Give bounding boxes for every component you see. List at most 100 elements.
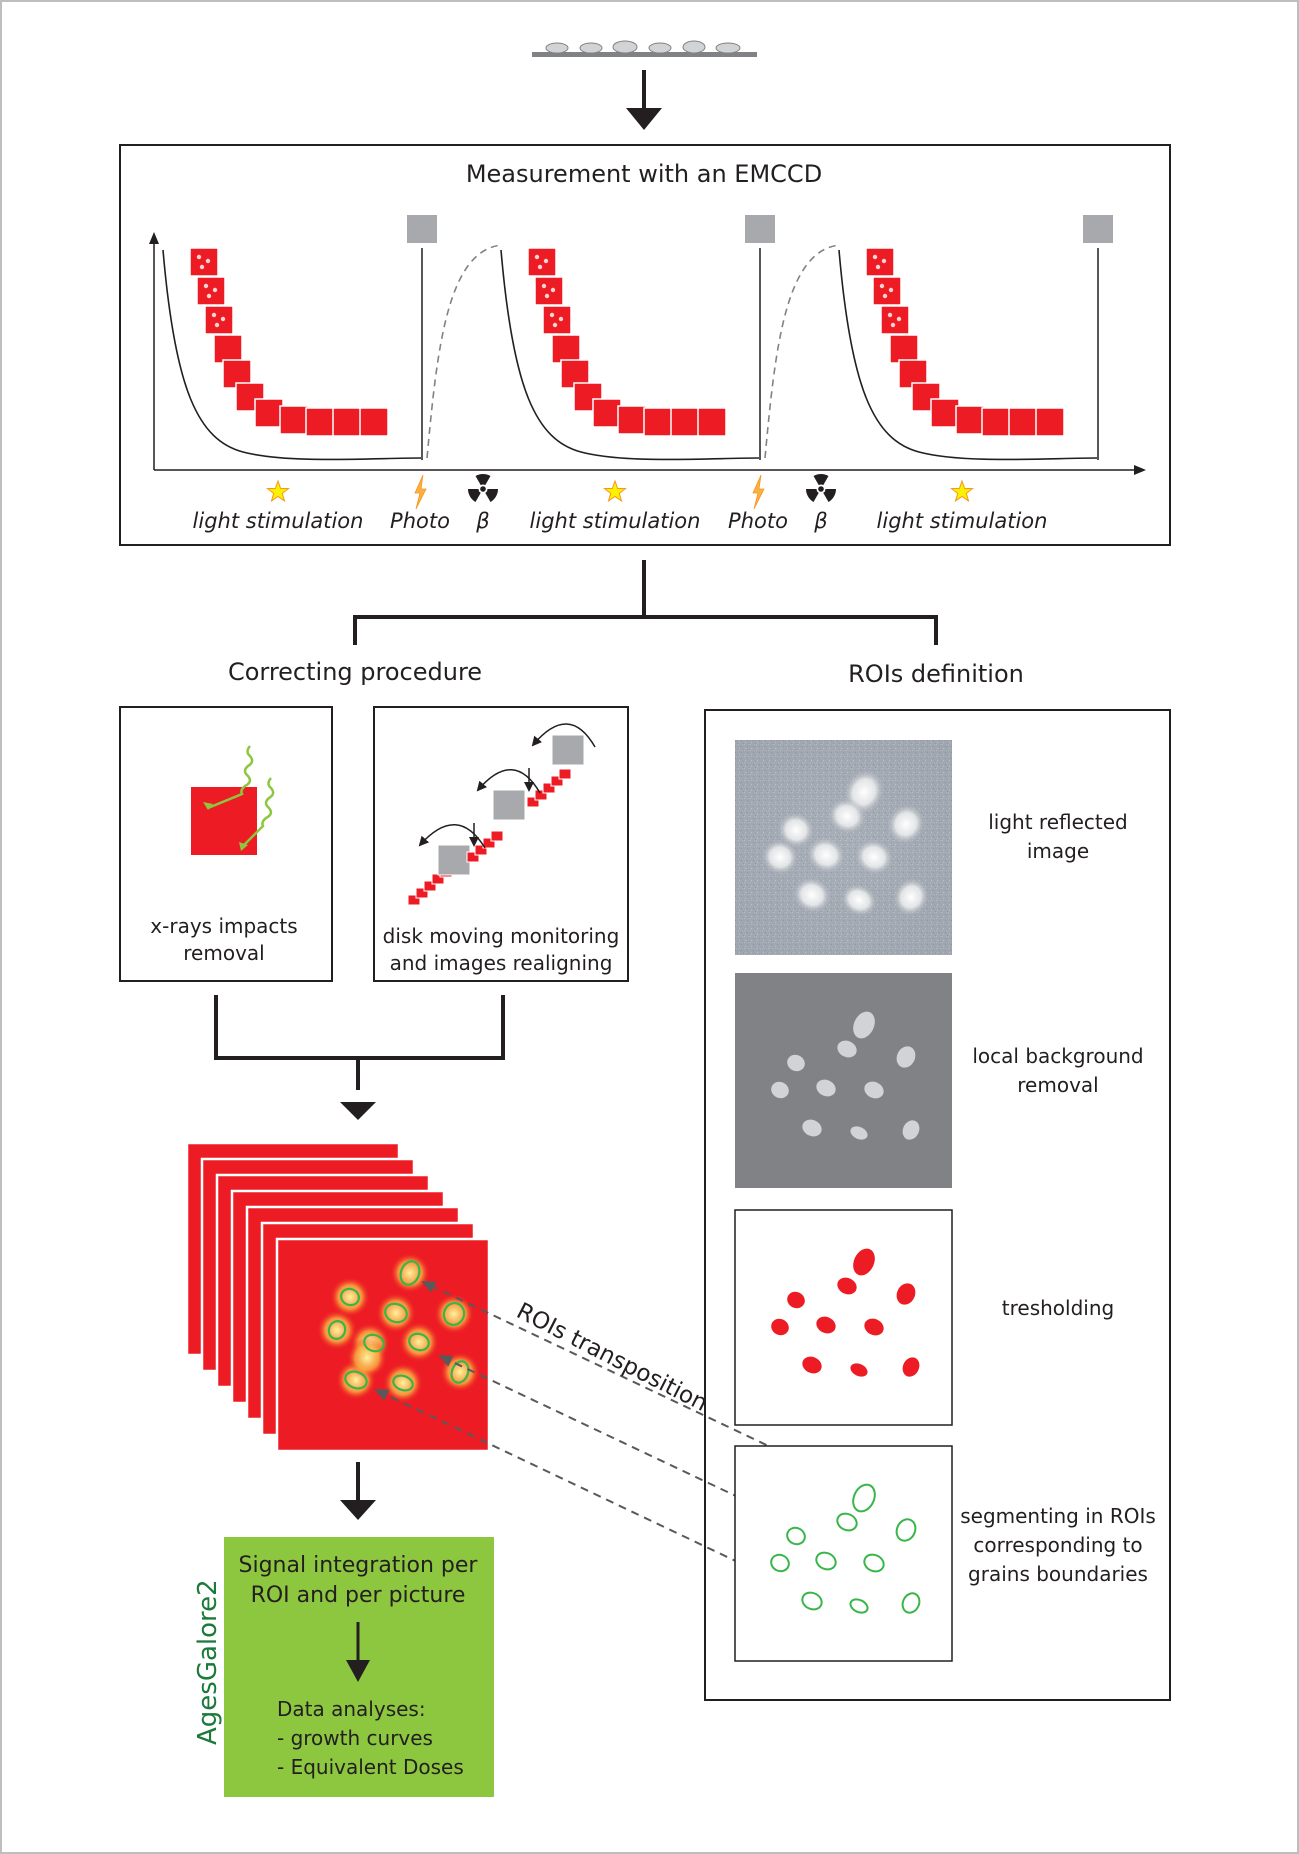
- image-frame: [474, 844, 488, 856]
- grain-blob: [850, 1363, 868, 1377]
- grain-spot: [543, 258, 549, 264]
- roi-outline: [450, 1360, 470, 1384]
- image-frame: [526, 796, 540, 808]
- grain-spot: [203, 283, 209, 289]
- dose-curve: [426, 244, 503, 459]
- grain-spot: [550, 287, 556, 293]
- disk-label-1: disk moving monitoring: [383, 924, 620, 948]
- roi-outline: [863, 1553, 885, 1573]
- radiation-icon: [806, 474, 836, 502]
- image-frame: [235, 382, 265, 412]
- image-frame: [872, 276, 902, 306]
- grain-spot: [879, 283, 885, 289]
- image-frame: [527, 247, 557, 277]
- realign-arrow: [418, 824, 486, 849]
- disk-moving-box: [373, 706, 629, 982]
- roi-outline: [344, 1370, 368, 1390]
- decay-curve: [838, 249, 1098, 461]
- grain-spot: [872, 254, 878, 260]
- radiation-blade: [485, 489, 498, 502]
- rois-box: [704, 709, 1171, 1701]
- image-frame: [592, 398, 622, 428]
- image-frame: [551, 334, 581, 364]
- beta-label-1: β: [475, 509, 489, 533]
- measurement-title: Measurement with an EMCCD: [466, 160, 822, 188]
- grain-blob: [864, 1081, 884, 1099]
- light-reflected-panel: [735, 740, 952, 955]
- grain-blob: [886, 803, 926, 845]
- grain-spot: [214, 322, 220, 328]
- stim-labels: light stimulation Photo β light stimulat…: [193, 509, 1048, 533]
- thresholding-panel: [734, 1209, 953, 1426]
- grain-blob: [827, 797, 867, 835]
- grain-spot: [196, 254, 202, 260]
- grain-blob: [787, 1054, 805, 1072]
- image-frame: [305, 407, 335, 437]
- roi-outline: [895, 1518, 917, 1542]
- grain-blob: [802, 1356, 822, 1374]
- roi-outline: [340, 1287, 360, 1307]
- image-frame: [482, 837, 496, 849]
- roi-outline: [399, 1260, 421, 1286]
- grain-blob: [840, 883, 878, 917]
- stim-label-1: light stimulation: [193, 509, 364, 533]
- image-frame: [490, 830, 504, 842]
- image-frame: [542, 782, 556, 794]
- roi-outline: [849, 1598, 869, 1614]
- grain-glow: [347, 1338, 387, 1378]
- roi-outline: [770, 1553, 790, 1573]
- image-frame: [359, 407, 389, 437]
- roi-step-1-line-2: image: [1027, 839, 1089, 863]
- grain-blob: [771, 1081, 789, 1099]
- analyses-item-1: - growth curves: [277, 1726, 433, 1750]
- background-removal-panel: [735, 973, 952, 1188]
- image-frame: [196, 276, 226, 306]
- radiation-blade: [813, 474, 829, 486]
- grain-spot: [549, 312, 555, 318]
- grain-blob: [777, 811, 815, 849]
- transposition-label: ROIs transposition: [512, 1298, 711, 1417]
- grain-spot: [881, 258, 887, 264]
- grain-blob: [787, 1291, 805, 1309]
- reflected-image-square: [551, 734, 585, 766]
- down-arrow-icon: [340, 1462, 376, 1520]
- grain-glow: [383, 1363, 423, 1403]
- grain-glow: [434, 1294, 474, 1334]
- grain-spot: [887, 312, 893, 318]
- grain-blob: [854, 838, 894, 876]
- image-frame: [550, 775, 564, 787]
- beta-label-2: β: [813, 509, 827, 533]
- rois-title: ROIs definition: [848, 660, 1024, 688]
- radiation-blade: [475, 474, 491, 486]
- grain-blob: [896, 1283, 916, 1305]
- roi-outline: [852, 1483, 876, 1513]
- roi-outline: [442, 1302, 466, 1326]
- reflected-image-square: [492, 789, 526, 821]
- xray-impact-square: [191, 745, 275, 855]
- grain-blob: [902, 1120, 920, 1140]
- grain-glow: [399, 1322, 439, 1362]
- roi-step-3-line-1: tresholding: [1002, 1296, 1114, 1320]
- decay-curve: [500, 249, 760, 461]
- radiation-blade: [806, 489, 819, 502]
- grain-spot: [552, 322, 558, 328]
- image-frame: [558, 768, 572, 780]
- measurement-cycle: [500, 215, 841, 461]
- radiation-center: [480, 486, 486, 492]
- image-frame: [279, 405, 309, 435]
- roi-outline: [392, 1374, 414, 1392]
- roi-step-4-line-3: grains boundaries: [968, 1562, 1148, 1586]
- image-frame: [407, 894, 421, 906]
- grain-spot: [199, 264, 205, 270]
- grain-blob: [892, 877, 930, 917]
- image-frame: [423, 880, 437, 892]
- join-connector: [214, 995, 505, 1090]
- image-frame: [189, 247, 219, 277]
- radiation-center: [818, 486, 824, 492]
- grain-glow: [376, 1293, 416, 1333]
- roi-outline: [836, 1512, 858, 1532]
- grain-blob: [896, 1046, 916, 1068]
- image-frame: [880, 305, 910, 335]
- measurement-axes: [149, 232, 1146, 475]
